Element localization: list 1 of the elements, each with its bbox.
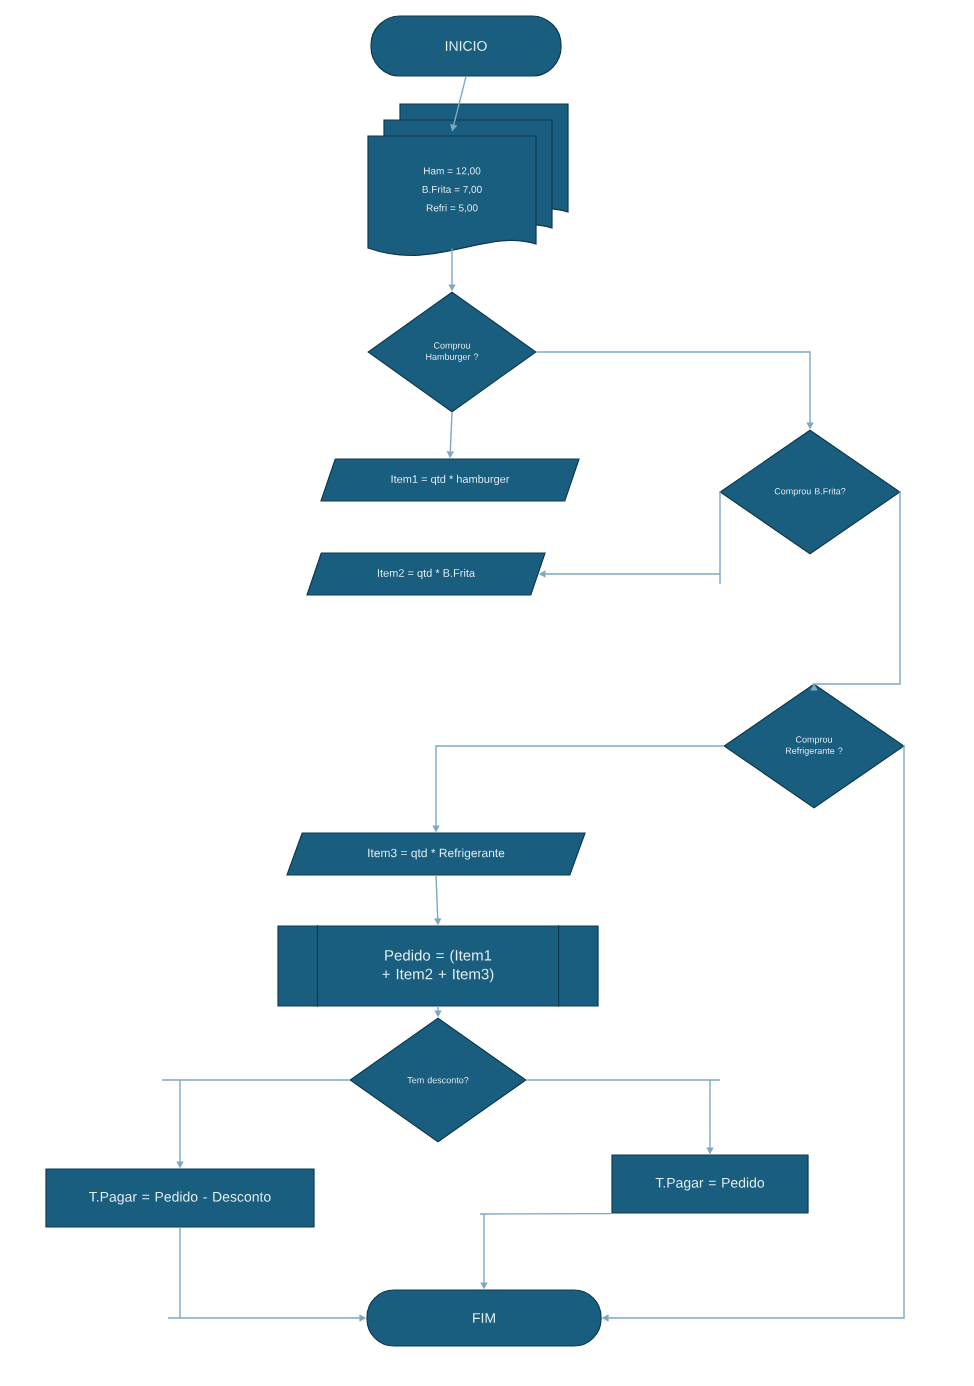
arrow — [810, 491, 902, 691]
